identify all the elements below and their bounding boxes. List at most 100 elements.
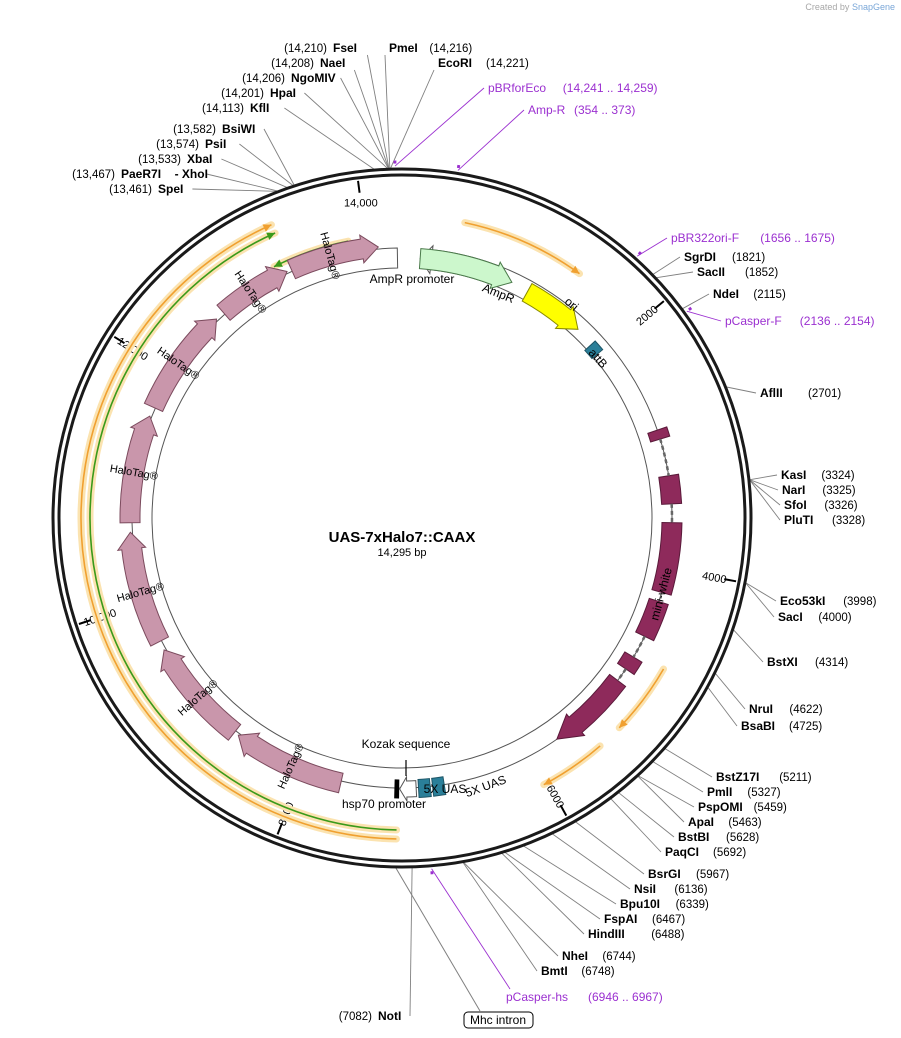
mini-white-exon-6 (556, 673, 627, 740)
site-pos: (5628) (726, 832, 759, 844)
orf-mini-white-lower-head (543, 777, 553, 785)
site-pos: (14,210) (284, 43, 327, 55)
mini-white-intron (632, 635, 646, 658)
site-pos: (7082) (339, 1011, 372, 1023)
tick-mark (276, 822, 283, 835)
site-leader (749, 474, 778, 481)
halotag-arrow-1 (237, 732, 344, 794)
features (77, 219, 683, 843)
site-name: BstBI (678, 830, 709, 844)
site-name: Eco53kI (780, 594, 825, 608)
site-pos: (4725) (789, 721, 822, 733)
site-leader (745, 582, 775, 618)
site-leader (749, 479, 779, 491)
site-name: KasI (781, 468, 806, 482)
site-pos: (13,461) (109, 184, 152, 196)
site-leader (575, 821, 645, 875)
primer-mark (688, 306, 693, 311)
primer-name: Amp-R (528, 103, 566, 117)
site-leader (610, 798, 662, 853)
plasmid-name: UAS-7xHalo7::CAAX (329, 529, 476, 546)
primer-pos: (354 .. 373) (574, 103, 635, 117)
primer-pos: (1656 .. 1675) (760, 231, 835, 245)
credit-prefix: Created by (805, 2, 850, 12)
backbone-inner-ring (57, 173, 747, 863)
site-leader (501, 853, 585, 935)
site-leader (682, 293, 710, 310)
site-pos: (5327) (747, 787, 780, 799)
site-name: BstXI (767, 655, 798, 669)
site-leader (384, 54, 391, 169)
orf-ampr (464, 221, 580, 275)
site-pos: (4000) (818, 612, 851, 624)
orf-mini-white-lower-halo (540, 742, 604, 789)
mini-white-exon-3 (651, 522, 683, 596)
site-name: PaeR7I (121, 167, 161, 181)
attb-box (584, 340, 604, 360)
primer-name: pCasper-F (725, 314, 782, 328)
site-leader (652, 256, 681, 275)
uas-box-1 (431, 776, 447, 797)
site-pos: (3324) (821, 470, 854, 482)
site-leader (656, 271, 694, 279)
site-name: AflII (760, 386, 783, 400)
site-pos: (6744) (602, 951, 635, 963)
mini-white-exon-2 (658, 473, 683, 505)
hsp70-label: hsp70 promoter (342, 797, 426, 811)
site-pos: (14,208) (271, 58, 314, 70)
primer-leader (394, 87, 485, 167)
site-leader (284, 107, 375, 170)
site-leader (221, 158, 288, 188)
site-name: BmtI (541, 964, 568, 978)
halotag-arrow-5 (143, 318, 218, 413)
primer-leader (686, 310, 722, 322)
site-pos: (1852) (745, 267, 778, 279)
site-pos: (14,201) (221, 88, 264, 100)
tick-label: 6000 (544, 783, 566, 810)
site-name: PmlI (707, 785, 732, 799)
site-leader (304, 92, 388, 169)
site-name: BsiWI (222, 122, 255, 136)
site-leader (638, 775, 695, 808)
site-pos: (5211) (779, 772, 812, 784)
label-leader-lines (192, 54, 781, 1017)
snapgene-credit: Created by SnapGene (805, 2, 895, 12)
site-leader (664, 748, 713, 778)
site-leader (239, 143, 294, 186)
site-name: BstZ17I (716, 770, 759, 784)
site-extra: - XhoI (175, 167, 208, 181)
site-pos: (2115) (753, 289, 786, 301)
halotag-arrow-6 (216, 265, 288, 321)
site-name: KflI (250, 101, 269, 115)
ampr-arrow (418, 248, 513, 290)
primer-name: pCasper-hs (506, 990, 568, 1004)
mhc-intron-leader (395, 867, 481, 1012)
site-name: PluTI (784, 513, 813, 527)
site-name: PaqCI (665, 845, 699, 859)
site-pos: (14,216) (429, 43, 472, 55)
orf-halo-green-head (266, 232, 276, 240)
mhc-intron-label: Mhc intron (470, 1013, 526, 1027)
site-leader (462, 862, 538, 972)
site-leader (263, 128, 295, 186)
ori-arrow (521, 282, 579, 330)
site-name: NotI (378, 1009, 401, 1023)
site-name: PsiI (205, 137, 226, 151)
site-pos: (4622) (789, 704, 822, 716)
site-pos: (13,533) (138, 154, 181, 166)
site-pos: (5459) (754, 802, 787, 814)
site-pos: (4314) (815, 657, 848, 669)
site-leader (353, 69, 390, 169)
mini-white-exon-4 (635, 597, 669, 642)
tick-mark (113, 335, 125, 345)
site-leader (652, 761, 704, 793)
mini-white-intron (616, 668, 627, 682)
site-pos: (6136) (674, 884, 707, 896)
mini-white-exon-1 (647, 426, 671, 443)
site-leader (552, 833, 631, 890)
site-leader (366, 54, 390, 169)
orf-halo-outer-head (262, 224, 272, 232)
site-name: NheI (562, 949, 588, 963)
primer-name: pBRforEco (488, 81, 546, 95)
plasmid-length: 14,295 bp (378, 547, 427, 559)
